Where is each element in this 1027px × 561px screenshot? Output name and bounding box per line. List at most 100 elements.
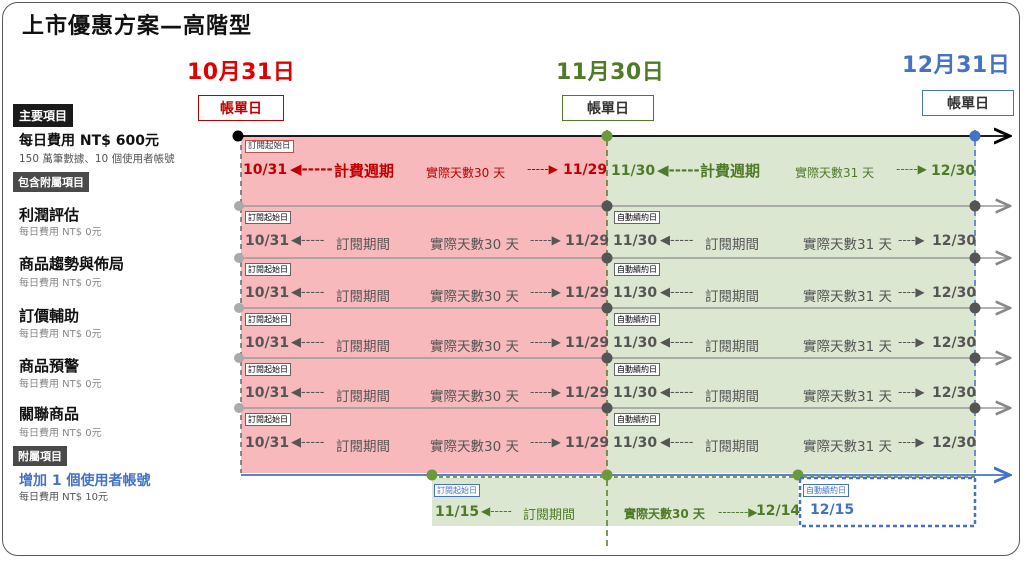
main-p2-start: 11/30	[611, 163, 656, 179]
addon-name: 增加 1 個使用者帳號	[19, 473, 151, 489]
main-p1-arrow: ◀-----	[290, 160, 333, 178]
sub-row-1-p1-start: 10/31	[245, 233, 290, 249]
date-heading-nov30: 11月30日	[556, 60, 665, 85]
date-heading-dec31: 12月31日	[902, 53, 1011, 78]
sub-row-1-p1-arrow: ◀-----	[291, 233, 325, 248]
sub-row-4-p2-end: 12/30	[932, 385, 977, 401]
sub-row-4-p1-days: 實際天數30 天	[430, 389, 519, 405]
main-p2-days: 實際天數31 天	[795, 166, 875, 180]
included-items-tag: 包含附屬項目	[13, 172, 89, 192]
main-p2-label: 計費週期	[700, 162, 761, 180]
sub-row-5-p2-arrow: ◀-----	[660, 435, 694, 450]
addon-end: 12/14	[756, 503, 801, 519]
sub-row-4-p1-end-arrow: -----▶	[530, 385, 561, 399]
bill-date-box-nov30: 帳單日	[562, 95, 654, 121]
period-1-block	[241, 136, 607, 473]
sub-row-1-p2-days: 實際天數31 天	[803, 237, 892, 253]
sub-row-1-renew-label: 自動續約日	[614, 211, 660, 224]
sub-row-1-p2-label: 訂閱期間	[705, 237, 759, 253]
sub-row-4-start-label: 訂閱起始日	[245, 363, 291, 376]
sub-row-5-start-label: 訂閱起始日	[245, 413, 291, 426]
item-price-trend: 每日費用 NT$ 0元	[19, 278, 102, 289]
period-2-block	[607, 136, 976, 473]
bill-date-box-dec31: 帳單日	[922, 90, 1014, 116]
item-price-alert: 每日費用 NT$ 0元	[19, 379, 102, 390]
sub-row-3-p2-end-arrow: ----▶	[898, 335, 925, 349]
sub-row-3-p1-days: 實際天數30 天	[430, 339, 519, 355]
sub-row-4-p2-label: 訂閱期間	[705, 389, 759, 405]
sub-row-3-p1-label: 訂閱期間	[336, 339, 390, 355]
sub-row-4-p2-end-arrow: ----▶	[898, 385, 925, 399]
sub-row-1-p1-label: 訂閱期間	[336, 237, 390, 253]
sub-row-5-p1-days: 實際天數30 天	[430, 439, 519, 455]
date-heading-oct31: 10月31日	[187, 60, 296, 85]
main-p2-end-arrow: -----▶	[896, 162, 927, 176]
item-name-trend: 商品趨勢與佈局	[19, 255, 125, 273]
sub-row-4-p1-arrow: ◀-----	[291, 385, 325, 400]
sub-row-3-p1-end-arrow: -----▶	[530, 335, 561, 349]
main-p1-days: 實際天數30 天	[426, 166, 506, 180]
sub-row-2-p1-start: 10/31	[245, 285, 290, 301]
sub-row-4-p2-days: 實際天數31 天	[803, 389, 892, 405]
sub-row-5-p2-label: 訂閱期間	[705, 439, 759, 455]
main-start-label: 訂閱起始日	[245, 140, 294, 153]
sub-row-3-renew-label: 自動續約日	[614, 313, 660, 326]
sub-row-1-p2-end: 12/30	[932, 233, 977, 249]
sub-row-5-p2-start: 11/30	[613, 435, 658, 451]
sub-row-5-p2-days: 實際天數31 天	[803, 439, 892, 455]
item-price-profit: 每日費用 NT$ 0元	[19, 227, 102, 238]
sub-row-5-p1-end-arrow: -----▶	[530, 435, 561, 449]
sub-row-4-renew-label: 自動續約日	[614, 363, 660, 376]
sub-row-2-p1-days: 實際天數30 天	[430, 289, 519, 305]
sub-row-5-p1-arrow: ◀-----	[291, 435, 325, 450]
sub-row-4-p2-arrow: ◀-----	[660, 385, 694, 400]
main-plan-description: 150 萬筆數據、10 個使用者帳號	[19, 153, 175, 165]
sub-row-2-p1-arrow: ◀-----	[291, 285, 325, 300]
main-items-tag: 主要項目	[13, 104, 74, 127]
item-name-alert: 商品預警	[19, 357, 80, 375]
sub-row-5-p1-label: 訂閱期間	[336, 439, 390, 455]
addon-start-label: 訂閱起始日	[434, 484, 480, 497]
sub-row-4-p1-label: 訂閱期間	[336, 389, 390, 405]
sub-row-3-p2-days: 實際天數31 天	[803, 339, 892, 355]
sub-row-3-p2-arrow: ◀-----	[660, 335, 694, 350]
sub-row-3-p1-arrow: ◀-----	[291, 335, 325, 350]
bill-date-box-oct31: 帳單日	[198, 95, 284, 121]
item-name-profit: 利潤評估	[19, 206, 80, 224]
sub-row-2-p2-days: 實際天數31 天	[803, 289, 892, 305]
main-p1-label: 計費週期	[334, 162, 395, 180]
sub-row-2-p1-end-arrow: -----▶	[530, 285, 561, 299]
addon-price: 每日費用 NT$ 10元	[19, 492, 109, 503]
sub-row-2-p2-end-arrow: ----▶	[898, 285, 925, 299]
main-plan-price: 每日費用 NT$ 600元	[19, 133, 159, 149]
item-name-pricing: 訂價輔助	[19, 307, 80, 325]
sub-row-1-p2-arrow: ◀-----	[660, 233, 694, 248]
sub-row-2-p1-label: 訂閱期間	[336, 289, 390, 305]
addon-renew-date: 12/15	[810, 502, 855, 518]
sub-row-1-start-label: 訂閱起始日	[245, 211, 291, 224]
sub-row-1-p2-start: 11/30	[613, 233, 658, 249]
sub-row-5-renew-label: 自動續約日	[614, 413, 660, 426]
sub-row-3-p2-start: 11/30	[613, 335, 658, 351]
sub-row-3-p1-start: 10/31	[245, 335, 290, 351]
main-p1-start: 10/31	[243, 162, 288, 178]
sub-row-5-p2-end-arrow: ----▶	[898, 435, 925, 449]
addon-end-arrow: -------▶	[718, 505, 758, 519]
addon-renew-label: 自動續約日	[803, 484, 849, 497]
sub-row-5-p1-start: 10/31	[245, 435, 290, 451]
sub-row-1-p1-days: 實際天數30 天	[430, 237, 519, 253]
addon-items-tag: 附屬項目	[13, 446, 67, 466]
sub-row-4-p2-start: 11/30	[613, 385, 658, 401]
sub-row-2-p1-end: 11/29	[565, 285, 610, 301]
addon-period-block	[432, 478, 798, 526]
addon-label: 訂閱期間	[523, 508, 576, 523]
sub-row-3-p1-end: 11/29	[565, 335, 610, 351]
sub-row-2-p2-end: 12/30	[932, 285, 977, 301]
main-p2-end: 12/30	[931, 163, 976, 179]
sub-row-1-p1-end: 11/29	[565, 233, 610, 249]
sub-row-4-p1-end: 11/29	[565, 385, 610, 401]
sub-row-4-p1-start: 10/31	[245, 385, 290, 401]
sub-row-1-p1-end-arrow: -----▶	[530, 233, 561, 247]
sub-row-2-p2-label: 訂閱期間	[705, 289, 759, 305]
